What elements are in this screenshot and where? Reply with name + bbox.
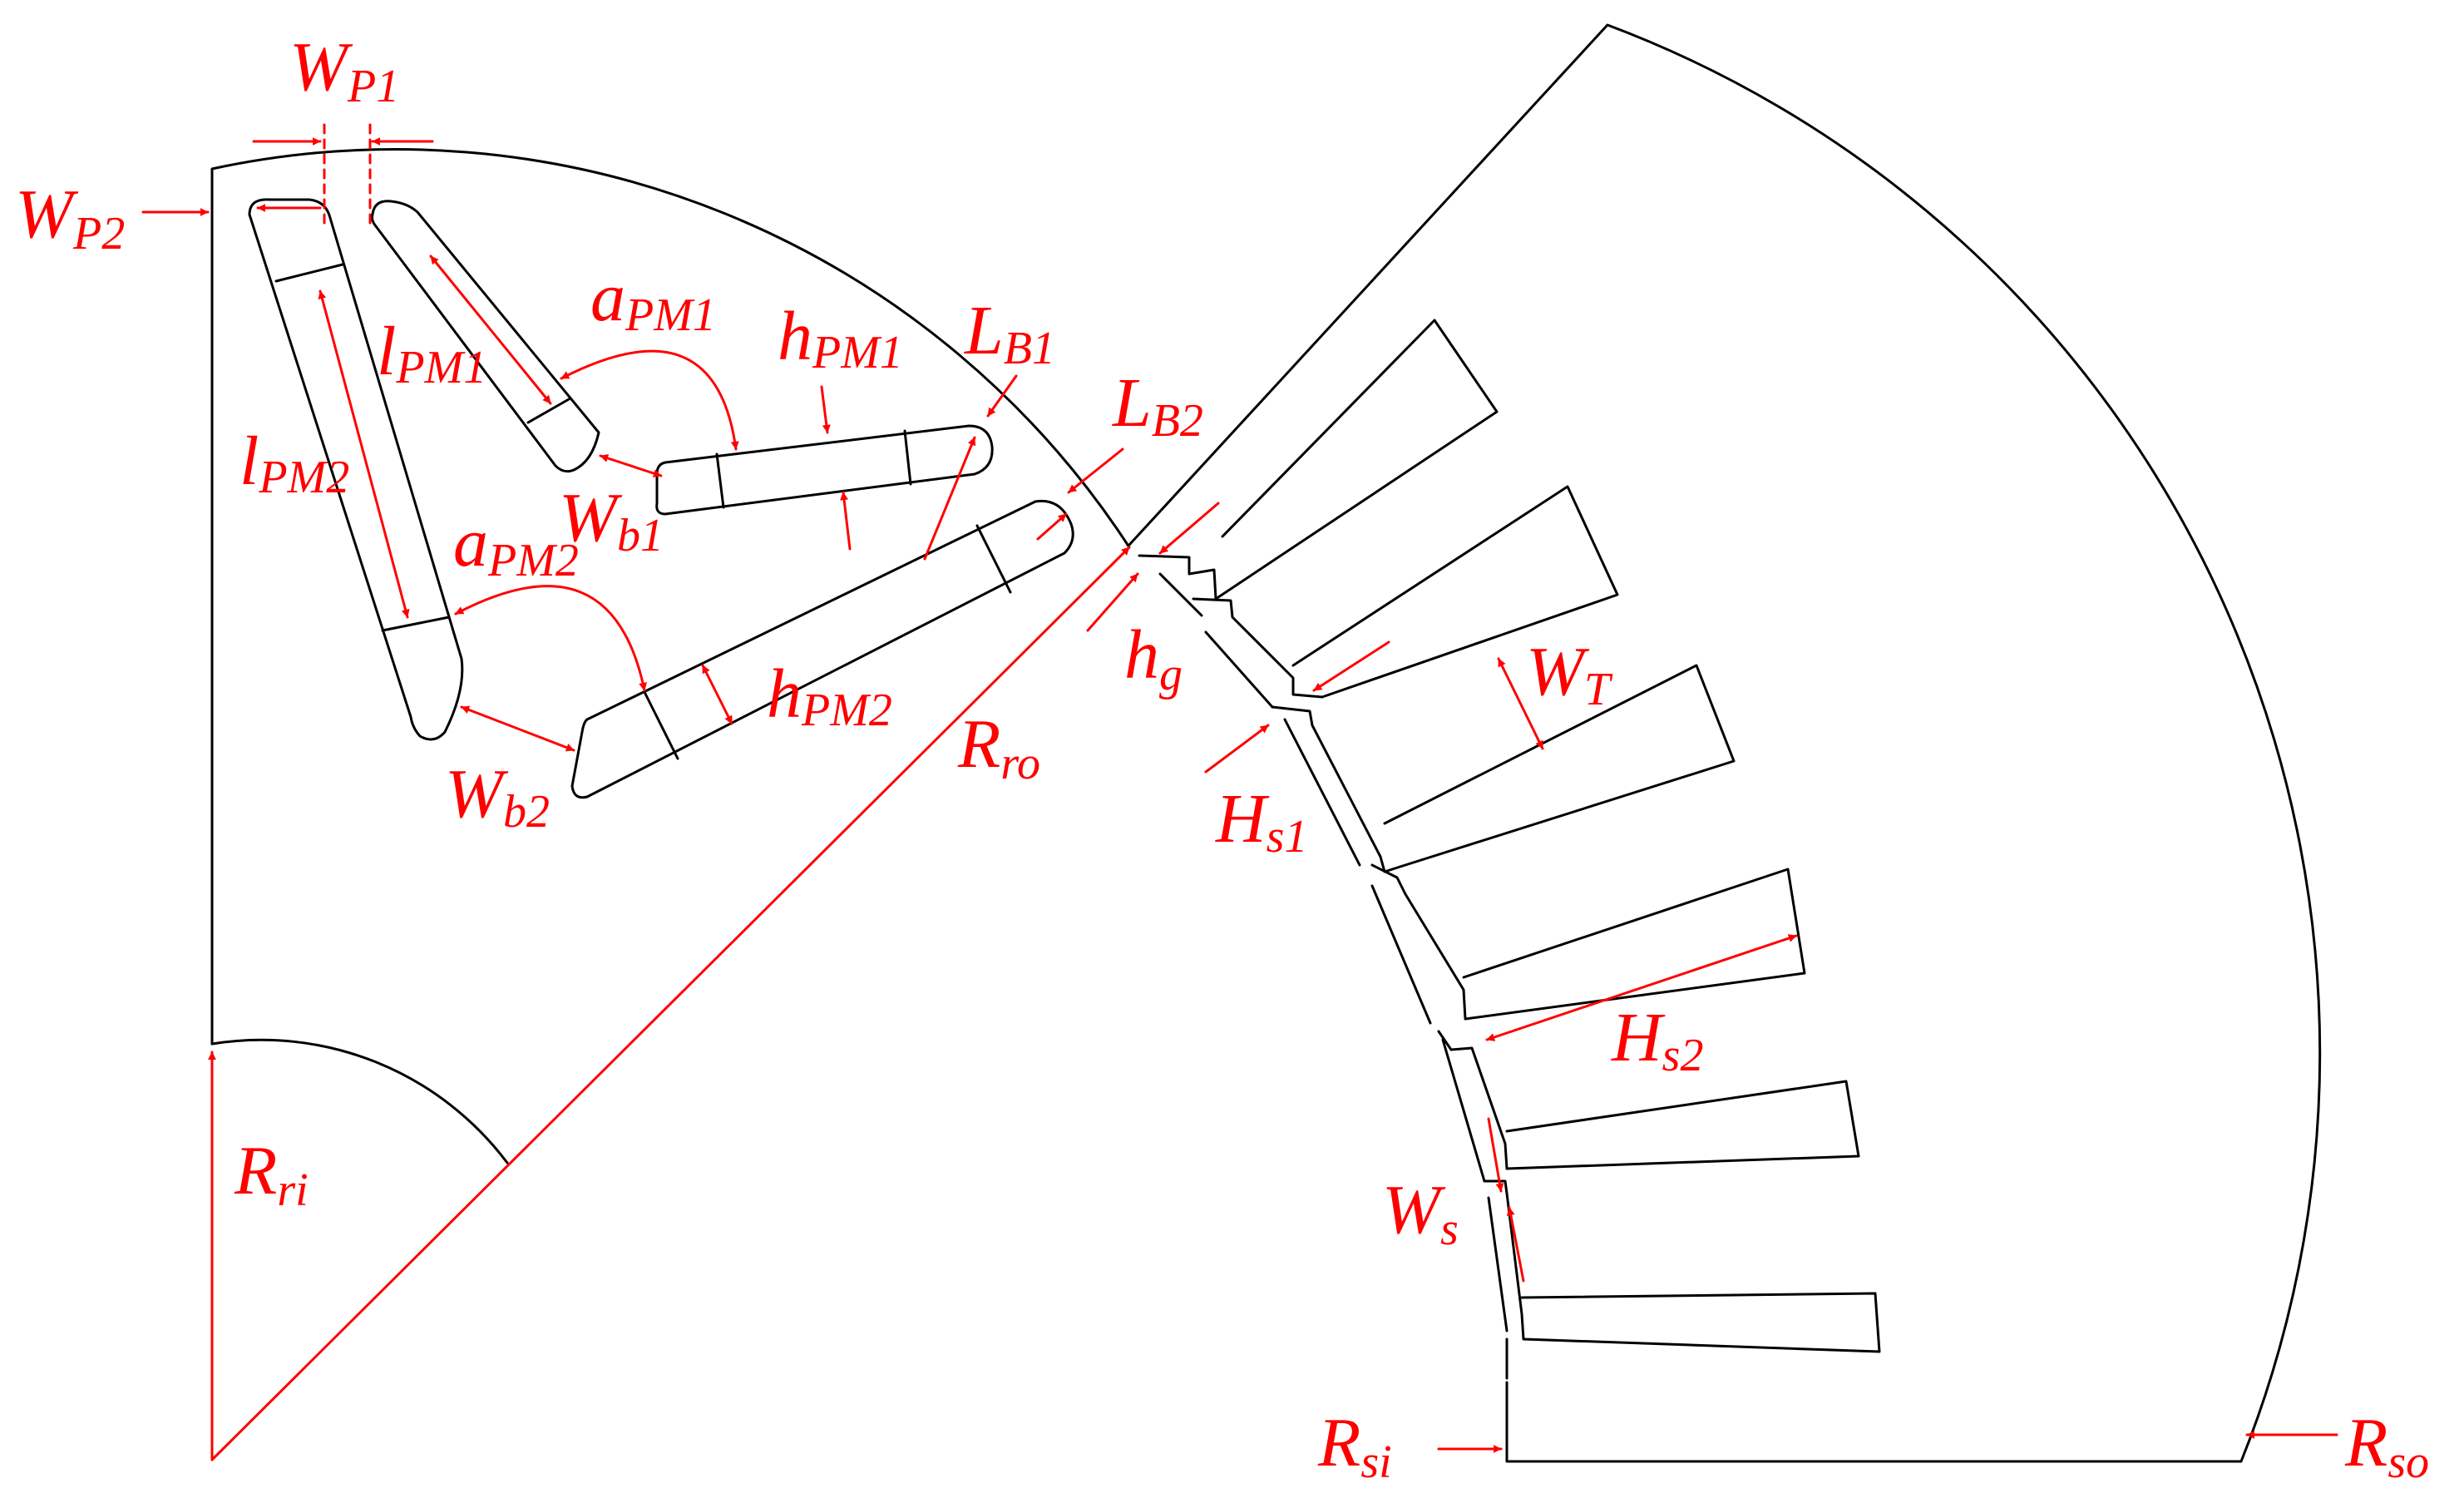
lpm2-arrow	[318, 289, 410, 619]
label-hg: hg	[1124, 616, 1183, 700]
label-rsi: Rsi	[1317, 1404, 1392, 1488]
rro-line	[210, 546, 1131, 1461]
stator-slot-1	[1138, 319, 1499, 601]
inner-upper-magnet-slot	[371, 200, 600, 473]
stator-slot-5	[1437, 1030, 1860, 1170]
hs1-arrow-out	[1312, 640, 1390, 692]
hs1-arrow-in	[1204, 724, 1270, 774]
label-rro: Rro	[957, 705, 1040, 789]
lpm1-arrow	[429, 255, 552, 405]
lower-magnet-bar-divider-2	[975, 524, 1012, 594]
apm1-arc	[560, 349, 739, 451]
lb2-lower-arrow	[1036, 512, 1068, 541]
lower-magnet-bar	[570, 499, 1074, 799]
hpm1-arrow-bottom	[840, 491, 852, 551]
label-lpm2: lPM2	[239, 423, 349, 503]
label-wb1: Wb1	[559, 479, 664, 561]
label-hs1: Hs1	[1215, 780, 1307, 863]
label-apm2: aPM2	[453, 504, 579, 586]
label-wp1: WP1	[289, 28, 399, 112]
hs2-arrow	[1485, 934, 1798, 1041]
label-hs2: Hs2	[1611, 999, 1703, 1081]
stator-slot-2	[1192, 485, 1619, 699]
rotor-outline	[210, 148, 1131, 1046]
stator-outline	[1128, 23, 2322, 1463]
label-hpm2: hPM2	[767, 655, 892, 736]
dimension-annotations	[141, 123, 2338, 1461]
wb1-arrow	[599, 454, 663, 477]
upper-magnet-bar-divider-1	[715, 452, 725, 509]
label-lb2: LB2	[1112, 364, 1203, 447]
apm2-arc	[454, 585, 647, 692]
stator-slot-6	[1483, 1179, 1881, 1353]
wt-arrow	[1497, 657, 1544, 750]
label-lb1: LB1	[964, 292, 1055, 374]
stator	[1128, 23, 2322, 1463]
hpm2-arrow	[701, 664, 733, 725]
stator-slot-4	[1370, 863, 1806, 1021]
label-ws: Ws	[1382, 1171, 1459, 1255]
ws-arrow-out	[1506, 1206, 1525, 1283]
label-wp2: WP2	[15, 176, 125, 260]
lb2-arrow	[1067, 447, 1124, 494]
label-wt: WT	[1526, 633, 1613, 715]
outer-magnet-divider-1	[274, 263, 344, 283]
label-wb2: Wb2	[445, 755, 550, 838]
label-rso: Rso	[2344, 1404, 2429, 1488]
lb1-outer-arrow	[986, 374, 1018, 418]
stator-inner-gaps	[1158, 572, 1509, 1380]
label-rri: Rri	[234, 1132, 309, 1216]
label-hpm1: hPM1	[778, 298, 903, 378]
hg-arrow-out	[1158, 502, 1220, 555]
hpm1-arrow-top	[820, 385, 831, 434]
stator-slot-3	[1271, 664, 1736, 873]
rotor-shaft-arc	[210, 1038, 509, 1164]
label-lpm1: lPM1	[377, 313, 486, 393]
upper-magnet-bar-divider-2	[903, 429, 912, 486]
wb2-arrow	[460, 705, 575, 752]
label-apm1: aPM1	[590, 259, 716, 341]
outer-magnet-divider-2	[381, 616, 451, 632]
upper-magnet-bar	[655, 424, 994, 516]
hg-arrow-in	[1086, 572, 1139, 632]
lb1-arrow	[923, 436, 976, 561]
ws-arrow-in	[1487, 1117, 1504, 1193]
dimension-labels: WP1 WP2 aPM1 hPM1 LB1 LB2 lPM1 lPM2 Wb1 …	[15, 28, 2429, 1488]
lower-magnet-bar-divider-1	[643, 690, 679, 760]
